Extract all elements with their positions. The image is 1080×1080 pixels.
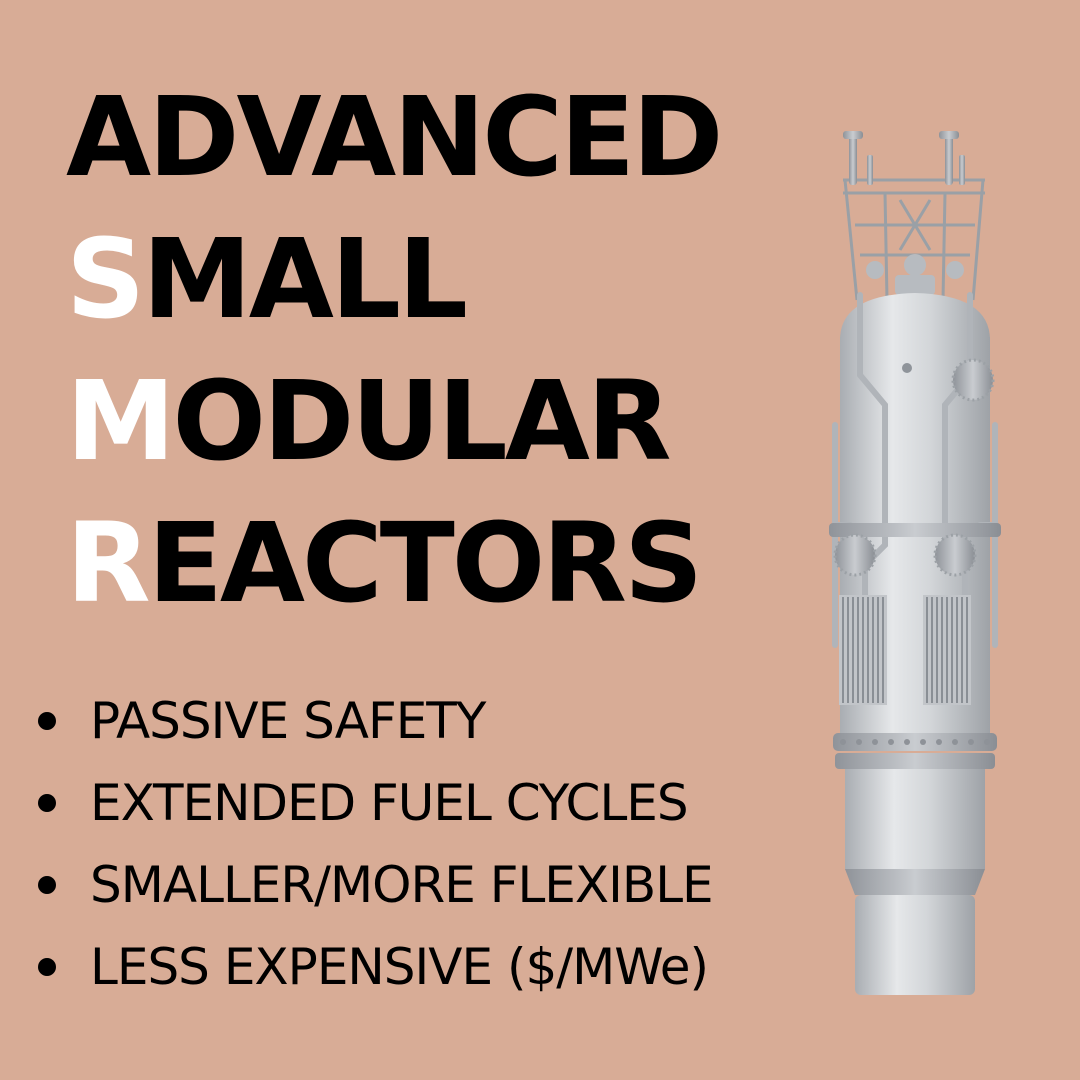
reactor-module-illustration [829,131,1001,995]
title-line-reactors: REACTORS [66,492,720,634]
title-line-small: SMALL [66,208,720,350]
vessel-head [840,293,990,340]
bullet-text: PASSIVE SAFETY [90,692,486,750]
title-rest: ADVANCED [66,73,723,201]
manways-upper [902,358,995,402]
title-rest: EACTORS [147,499,703,627]
lower-shell [845,769,985,869]
flange-upper [833,733,997,751]
title-line-modular: MODULAR [66,350,720,492]
manways-mid [833,533,977,577]
list-item: SMALLER/MORE FLEXIBLE [38,844,714,926]
bullet-dot-icon [38,794,56,812]
heat-exchanger-right [923,595,971,705]
bullet-text: EXTENDED FUEL CYCLES [90,774,689,832]
top-valves [866,254,964,295]
bullet-dot-icon [38,958,56,976]
title-line-advanced: ADVANCED [66,66,723,208]
bullet-dot-icon [38,876,56,894]
page-title: ADVANCED SMALL MODULAR REACTORS [66,66,723,634]
bullet-dot-icon [38,712,56,730]
heat-exchanger-left [839,595,887,705]
title-rest: ODULAR [172,357,671,485]
bottom-skirt [855,895,975,995]
list-item: EXTENDED FUEL CYCLES [38,762,713,844]
title-rest: MALL [142,215,468,343]
flange-lower [835,753,995,769]
list-item: PASSIVE SAFETY [38,680,713,762]
list-item: LESS EXPENSIVE ($/MWe) [38,926,713,1008]
top-posts [843,131,965,185]
bullet-text: SMALLER/MORE FLEXIBLE [90,856,714,914]
benefits-list: PASSIVE SAFETY EXTENDED FUEL CYCLES SMAL… [38,680,714,1008]
bullet-text: LESS EXPENSIVE ($/MWe) [90,938,709,996]
title-initial-m: M [66,357,175,485]
top-frame [843,178,985,301]
title-initial-r: R [66,499,151,627]
flange-bolts [840,739,990,745]
mid-ring [829,523,1001,537]
lower-taper [845,869,985,895]
title-initial-s: S [66,215,145,343]
